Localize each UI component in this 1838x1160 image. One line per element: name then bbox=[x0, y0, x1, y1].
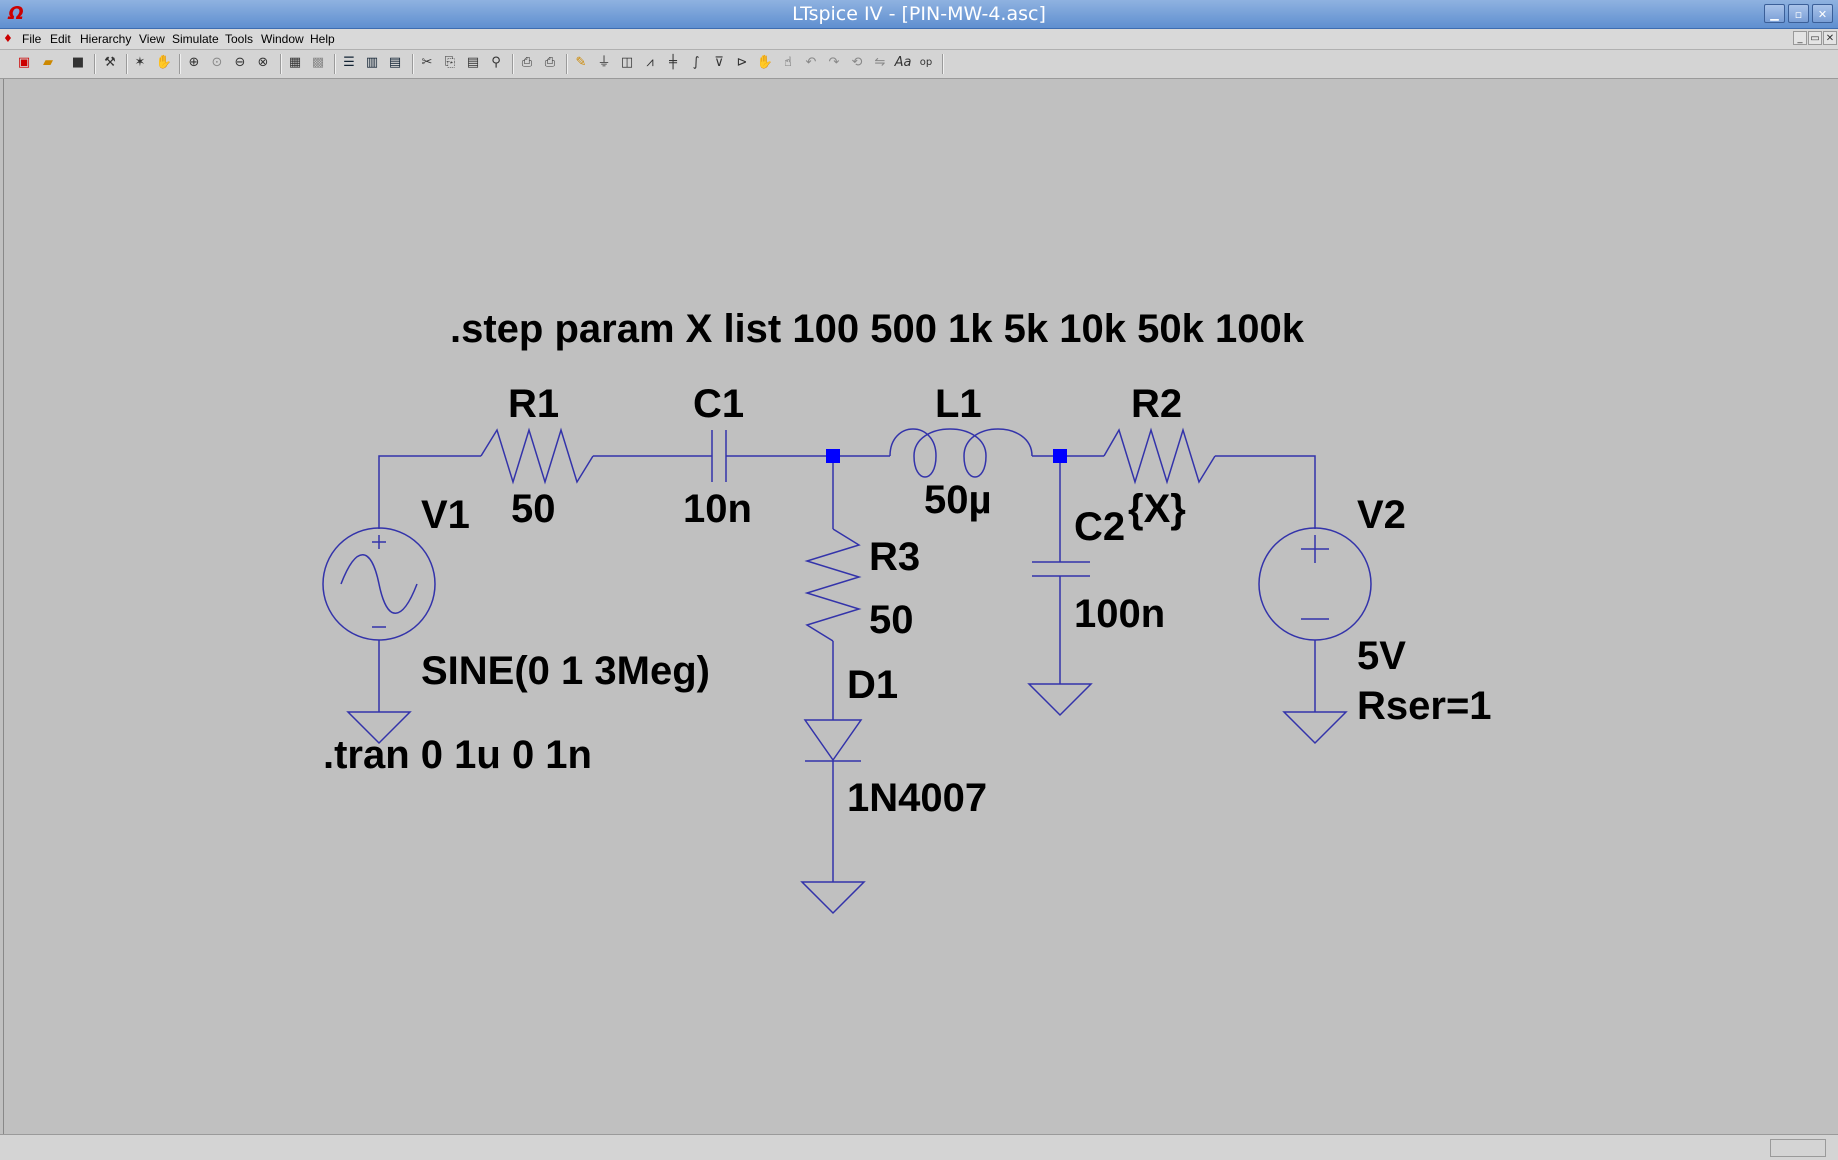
zoom-fit-icon[interactable]: ⊗ bbox=[257, 55, 269, 70]
close-icon[interactable]: ✕ bbox=[1812, 4, 1833, 23]
menu-simulate[interactable]: Simulate bbox=[172, 32, 219, 46]
l1-value[interactable]: 50µ bbox=[924, 478, 992, 522]
plus-icon bbox=[372, 535, 386, 549]
wire bbox=[1215, 455, 1316, 529]
inductor-icon[interactable]: ∫ bbox=[692, 55, 700, 70]
mirror-icon[interactable]: ⇋ bbox=[874, 55, 886, 70]
menu-help[interactable]: Help bbox=[310, 32, 335, 46]
c2-name[interactable]: C2 bbox=[1074, 505, 1125, 549]
draw-wire-icon[interactable]: ✎ bbox=[575, 55, 587, 70]
schematic-canvas[interactable]: .step param X list 100 500 1k 5k 10k 50k… bbox=[3, 79, 1836, 1134]
v2-name[interactable]: V2 bbox=[1357, 493, 1406, 537]
document-icon[interactable]: ♦ bbox=[3, 32, 13, 45]
junction-node-1 bbox=[826, 449, 840, 463]
pan-icon[interactable]: ⊙ bbox=[211, 55, 223, 70]
resistor-r2-symbol bbox=[1103, 427, 1216, 485]
move-icon[interactable]: ✋ bbox=[756, 55, 774, 70]
ground-symbol bbox=[346, 711, 412, 745]
capacitor-icon[interactable]: ╪ bbox=[669, 55, 677, 70]
minimize-icon[interactable]: ▁ bbox=[1764, 4, 1785, 23]
control-panel-icon[interactable]: ⚒ bbox=[104, 55, 116, 70]
step-directive[interactable]: .step param X list 100 500 1k 5k 10k 50k… bbox=[450, 307, 1305, 351]
r1-value[interactable]: 50 bbox=[511, 487, 556, 531]
r2-value[interactable]: {X} bbox=[1128, 487, 1186, 531]
menu-bar: ♦ File Edit Hierarchy View Simulate Tool… bbox=[0, 29, 1838, 50]
title-bar: Ω LTspice IV - [PIN-MW-4.asc] ▁ ▫ ✕ bbox=[0, 0, 1838, 29]
component-icon[interactable]: ⊳ bbox=[736, 55, 748, 70]
c1-value[interactable]: 10n bbox=[683, 487, 752, 531]
run-icon[interactable]: ✶ bbox=[134, 55, 146, 70]
v1-name[interactable]: V1 bbox=[421, 493, 470, 537]
ground-icon[interactable]: ⏚ bbox=[597, 55, 611, 70]
d1-value[interactable]: 1N4007 bbox=[847, 776, 987, 820]
zoom-out-icon[interactable]: ⊖ bbox=[234, 55, 246, 70]
rotate-icon[interactable]: ⟲ bbox=[851, 55, 863, 70]
resistor-icon[interactable]: ⩘ bbox=[646, 55, 654, 70]
mdi-close-icon[interactable]: ✕ bbox=[1823, 31, 1837, 45]
cascade-icon[interactable]: ▤ bbox=[388, 55, 402, 70]
paste-icon[interactable]: ▤ bbox=[466, 55, 480, 70]
zoom-in-icon[interactable]: ⊕ bbox=[188, 55, 200, 70]
redo-icon[interactable]: ↷ bbox=[828, 55, 840, 70]
copy-icon[interactable]: ⎘ bbox=[444, 55, 456, 70]
autorange-icon[interactable]: ▦ bbox=[288, 55, 302, 70]
l1-name[interactable]: L1 bbox=[935, 382, 982, 426]
undo-icon[interactable]: ↶ bbox=[805, 55, 817, 70]
open-icon[interactable]: ▰ bbox=[43, 55, 53, 70]
inductor-l1-symbol bbox=[889, 428, 1033, 478]
schematic-drawing[interactable]: .step param X list 100 500 1k 5k 10k 50k… bbox=[4, 79, 1836, 1134]
diode-d1-symbol bbox=[803, 719, 863, 762]
resistor-r3-symbol bbox=[804, 528, 862, 642]
status-bar bbox=[0, 1134, 1838, 1160]
r2-name[interactable]: R2 bbox=[1131, 382, 1182, 426]
menu-view[interactable]: View bbox=[139, 32, 165, 46]
print-icon[interactable]: ⎙ bbox=[544, 55, 556, 70]
ground-symbol bbox=[1282, 711, 1348, 745]
tile-vertical-icon[interactable]: ▥ bbox=[365, 55, 379, 70]
v1-value[interactable]: SINE(0 1 3Meg) bbox=[421, 649, 710, 693]
mdi-restore-icon[interactable]: ▭ bbox=[1808, 31, 1822, 45]
wire bbox=[378, 455, 481, 529]
maximize-icon[interactable]: ▫ bbox=[1788, 4, 1809, 23]
resistor-r1-symbol bbox=[480, 427, 594, 485]
d1-name[interactable]: D1 bbox=[847, 663, 898, 707]
label-net-icon[interactable]: ◫ bbox=[620, 55, 634, 70]
ground-symbol bbox=[800, 881, 866, 915]
cut-icon[interactable]: ✂ bbox=[421, 55, 433, 70]
c1-name[interactable]: C1 bbox=[693, 382, 744, 426]
menu-file[interactable]: File bbox=[22, 32, 42, 46]
junction-node-2 bbox=[1053, 449, 1067, 463]
v2-value[interactable]: 5V bbox=[1357, 634, 1406, 678]
find-icon[interactable]: ⚲ bbox=[491, 55, 501, 70]
menu-hierarchy[interactable]: Hierarchy bbox=[80, 32, 132, 46]
c2-value[interactable]: 100n bbox=[1074, 592, 1165, 636]
new-schematic-icon[interactable]: ▣ bbox=[17, 55, 31, 70]
v2-series-resistance[interactable]: Rser=1 bbox=[1357, 684, 1492, 728]
grid-icon[interactable]: ▩ bbox=[311, 55, 325, 70]
status-panel bbox=[1770, 1139, 1826, 1157]
diode-icon[interactable]: ⊽ bbox=[714, 55, 724, 70]
ground-symbol bbox=[1027, 683, 1093, 717]
menu-tools[interactable]: Tools bbox=[225, 32, 254, 46]
r1-name[interactable]: R1 bbox=[508, 382, 559, 426]
spice-directive-icon[interactable]: op bbox=[919, 57, 933, 68]
print-setup-icon[interactable]: ⎙ bbox=[521, 55, 533, 70]
halt-icon[interactable]: ✋ bbox=[155, 55, 173, 70]
menu-edit[interactable]: Edit bbox=[50, 32, 71, 46]
tile-horizontal-icon[interactable]: ☰ bbox=[343, 55, 355, 70]
r3-value[interactable]: 50 bbox=[869, 598, 914, 642]
plus-icon bbox=[1301, 535, 1329, 563]
save-icon[interactable]: ■ bbox=[71, 55, 85, 70]
mdi-minimize-icon[interactable]: _ bbox=[1793, 31, 1807, 45]
sine-icon bbox=[340, 554, 418, 614]
menu-window[interactable]: Window bbox=[261, 32, 304, 46]
text-icon[interactable]: Aa bbox=[894, 55, 912, 70]
r3-name[interactable]: R3 bbox=[869, 535, 920, 579]
drag-icon[interactable]: ☝ bbox=[784, 55, 792, 70]
ltspice-logo-icon[interactable]: Ω bbox=[8, 3, 24, 24]
window-title: LTspice IV - [PIN-MW-4.asc] bbox=[792, 3, 1046, 25]
tran-directive[interactable]: .tran 0 1u 0 1n bbox=[323, 733, 592, 777]
toolbar: ▣ ▰ ■ ⚒ ✶ ✋ ⊕ ⊙ ⊖ ⊗ ▦ ▩ ☰ ▥ ▤ ✂ ⎘ ▤ ⚲ ⎙ … bbox=[0, 50, 1838, 79]
